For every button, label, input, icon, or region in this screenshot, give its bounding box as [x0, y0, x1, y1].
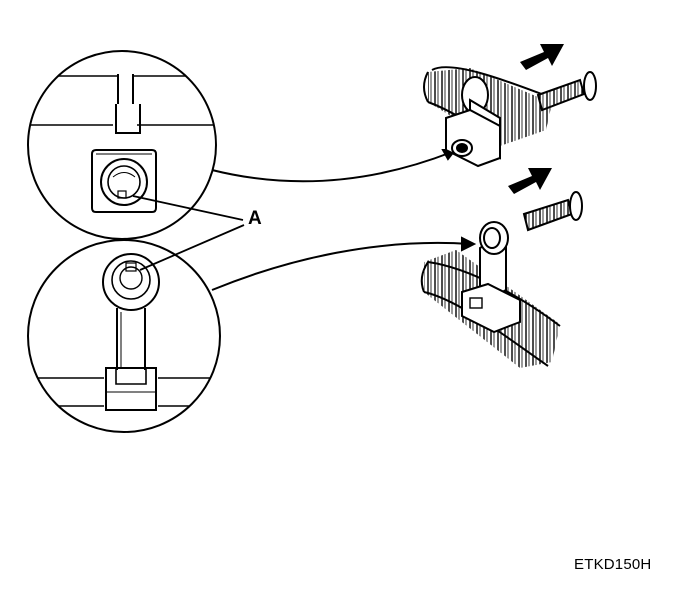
pointer-curve-bottom	[211, 236, 477, 291]
detail-circle-bottom	[27, 239, 221, 433]
detail-circle-top	[27, 50, 217, 240]
upper-harness-clip	[445, 76, 501, 168]
figure-code: ETKD150H	[574, 556, 652, 573]
upper-bolt	[536, 71, 597, 112]
lower-bolt	[522, 191, 583, 232]
callout-label-a: A	[248, 208, 262, 229]
leader-lines-a	[132, 195, 245, 271]
pointer-curve-top	[211, 149, 458, 183]
upper-direction-arrow	[520, 44, 564, 70]
lower-direction-arrow	[508, 168, 552, 194]
lower-harness-clip	[461, 221, 521, 334]
